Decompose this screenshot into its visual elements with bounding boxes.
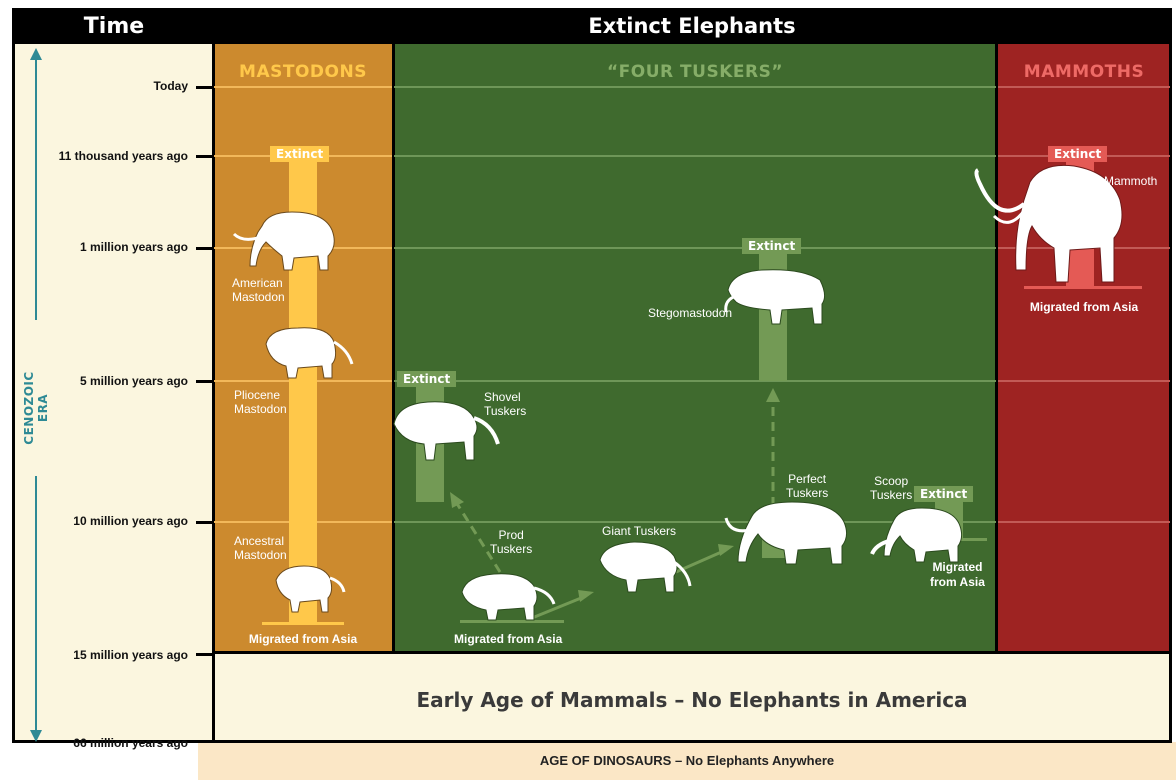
early-age-label: Early Age of Mammals – No Elephants in A… xyxy=(214,688,1170,712)
perfect-tuskers-label: Perfect Tuskers xyxy=(786,472,828,500)
ancestral-mastodon-icon xyxy=(268,560,348,616)
mammoth-panel xyxy=(998,44,1170,652)
perfect-tuskers-icon xyxy=(722,500,852,570)
pliocene-mastodon-label: Pliocene Mastodon xyxy=(234,388,287,416)
tick-today: Today xyxy=(154,79,188,93)
mammoth-base xyxy=(1024,286,1142,289)
stegomastodon-icon xyxy=(722,262,834,330)
pliocene-mastodon-icon xyxy=(258,322,358,382)
mammoths-title: MAMMOTHS xyxy=(998,62,1170,82)
prod-tuskers-label: Prod Tuskers xyxy=(490,528,532,556)
mastodon-base xyxy=(262,622,344,625)
american-mastodon-label: American Mastodon xyxy=(232,276,285,304)
scoop-migrated-label: Migrated from Asia xyxy=(930,560,985,590)
prod-tuskers-icon xyxy=(454,568,558,624)
time-title: Time xyxy=(14,8,214,44)
giant-tuskers-label: Giant Tuskers xyxy=(602,524,676,538)
tick-15m: 15 million years ago xyxy=(73,648,188,662)
stegomastodon-label: Stegomastodon xyxy=(648,306,732,320)
era-label: CENOZOIC ERA xyxy=(22,358,50,458)
mastodons-title: MASTODONS xyxy=(214,62,392,82)
scoop-tuskers-label: Scoop Tuskers xyxy=(870,474,912,502)
giant-tuskers-icon xyxy=(594,538,698,598)
mastodon-migrated-label: Migrated from Asia xyxy=(214,632,392,647)
tick-11k: 11 thousand years ago xyxy=(59,149,188,163)
main-title: Extinct Elephants xyxy=(214,8,1170,44)
tick-10m: 10 million years ago xyxy=(73,514,188,528)
mammoth-label: Mammoth xyxy=(1104,174,1157,188)
ancestral-mastodon-label: Ancestral Mastodon xyxy=(234,534,287,562)
stegomastodon-extinct-badge: Extinct xyxy=(742,238,801,254)
mammoth-migrated-label: Migrated from Asia xyxy=(998,300,1170,315)
tick-1m: 1 million years ago xyxy=(80,240,188,254)
tick-66m: 66 million years ago xyxy=(73,736,188,750)
american-mastodon-icon xyxy=(232,208,344,274)
tick-5m: 5 million years ago xyxy=(80,374,188,388)
shovel-tuskers-label: Shovel Tuskers xyxy=(484,390,526,418)
scoop-tuskers-icon xyxy=(870,504,966,566)
mastodon-extinct-badge: Extinct xyxy=(270,146,329,162)
tuskers-migrated-label: Migrated from Asia xyxy=(454,632,562,647)
dinosaur-age-label: AGE OF DINOSAURS – No Elephants Anywhere xyxy=(198,753,1176,768)
four-tuskers-title: “FOUR TUSKERS” xyxy=(394,62,996,82)
